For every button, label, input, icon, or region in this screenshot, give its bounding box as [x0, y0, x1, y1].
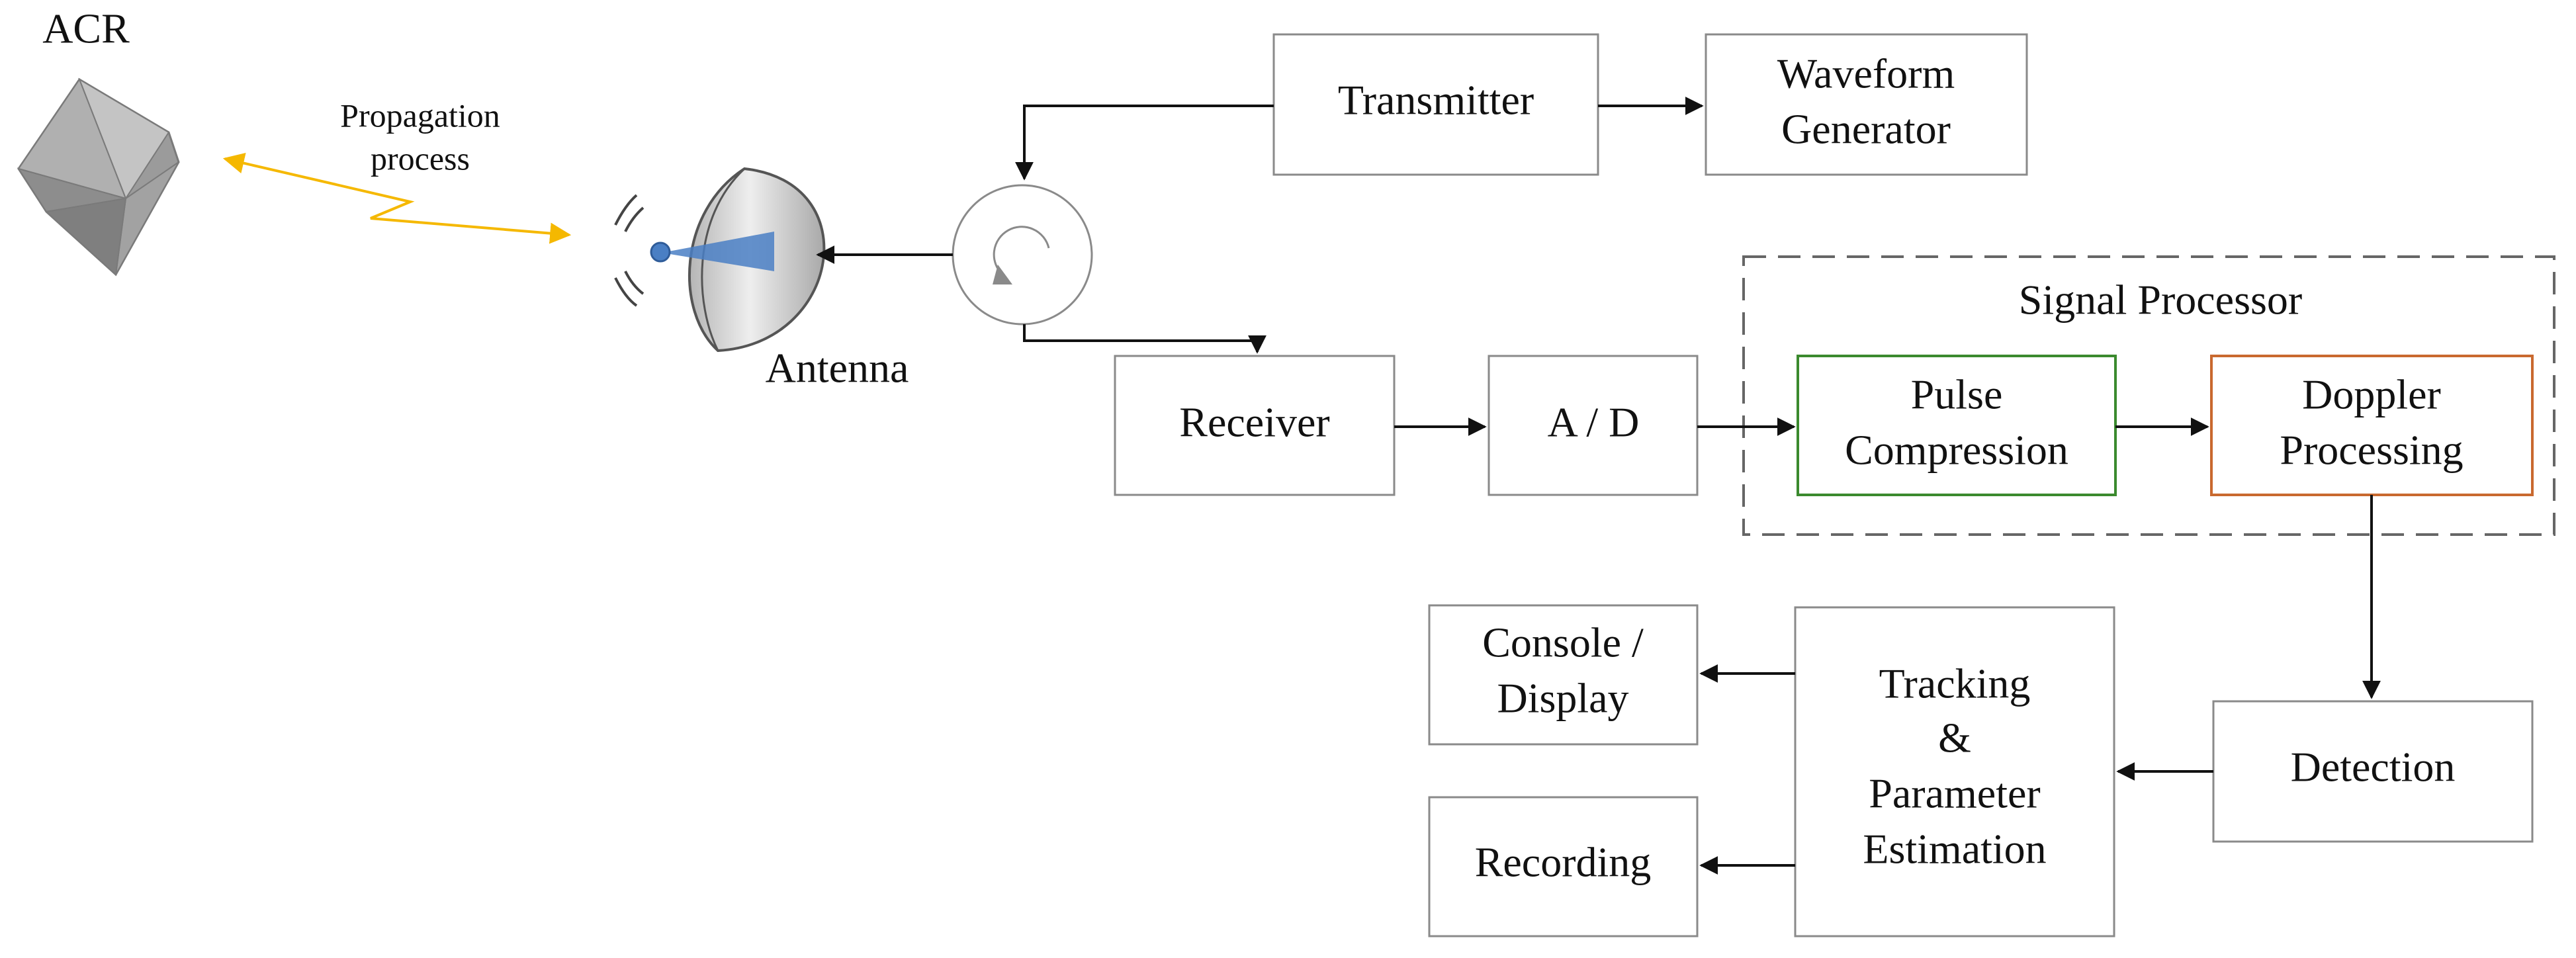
transmitter-to-circulator-arrow	[1015, 105, 1274, 181]
tracking-label-line2: &	[1938, 715, 1971, 762]
tracking-label-line3: Parameter	[1869, 770, 2040, 817]
doppler-processing-label-line1: Doppler	[2302, 371, 2441, 418]
pulse-compression-label-line1: Pulse	[1911, 371, 2003, 418]
detection-label: Detection	[2291, 744, 2456, 791]
tracking-label-line1: Tracking	[1879, 660, 2031, 707]
console-display-box: Console / Display	[1428, 604, 1699, 746]
ad-converter-box: A / D	[1488, 355, 1699, 496]
detection-box: Detection	[2212, 700, 2534, 843]
console-display-label-line2: Display	[1497, 675, 1628, 722]
receiver-label: Receiver	[1179, 399, 1329, 446]
acr-target-icon	[17, 77, 180, 277]
transmitter-label: Transmitter	[1338, 77, 1534, 124]
waveform-generator-box: Waveform Generator	[1705, 33, 2028, 176]
propagation-arrow	[222, 152, 572, 244]
connectors	[816, 97, 2381, 875]
waveform-generator-label-line2: Generator	[1781, 106, 1951, 153]
transmitter-box: Transmitter	[1272, 33, 1599, 176]
circulator-icon	[952, 184, 1093, 326]
doppler-processing-box: Doppler Processing	[2210, 355, 2534, 496]
acr-label: ACR	[42, 5, 130, 52]
signal-processor-label: Signal Processor	[2019, 277, 2302, 324]
recording-label: Recording	[1475, 839, 1652, 886]
console-display-label-line1: Console /	[1482, 619, 1644, 666]
signal-processor-group	[1742, 255, 2555, 536]
pulse-compression-label-line2: Compression	[1845, 427, 2068, 474]
propagation-label-line2: process	[371, 140, 470, 177]
doppler-processing-label-line2: Processing	[2280, 427, 2463, 474]
antenna-label: Antenna	[766, 345, 909, 392]
propagation-label-line1: Propagation	[340, 97, 500, 134]
tracking-box: Tracking & Parameter Estimation	[1794, 606, 2115, 937]
recording-box: Recording	[1428, 796, 1699, 937]
ad-converter-label: A / D	[1548, 399, 1640, 446]
receiver-box: Receiver	[1114, 355, 1396, 496]
pulse-compression-box: Pulse Compression	[1797, 355, 2117, 496]
waveform-generator-label-line1: Waveform	[1777, 50, 1955, 97]
circulator-to-receiver-arrow	[1023, 324, 1266, 354]
antenna-dish-icon	[614, 167, 826, 353]
tracking-label-line4: Estimation	[1863, 826, 2046, 873]
